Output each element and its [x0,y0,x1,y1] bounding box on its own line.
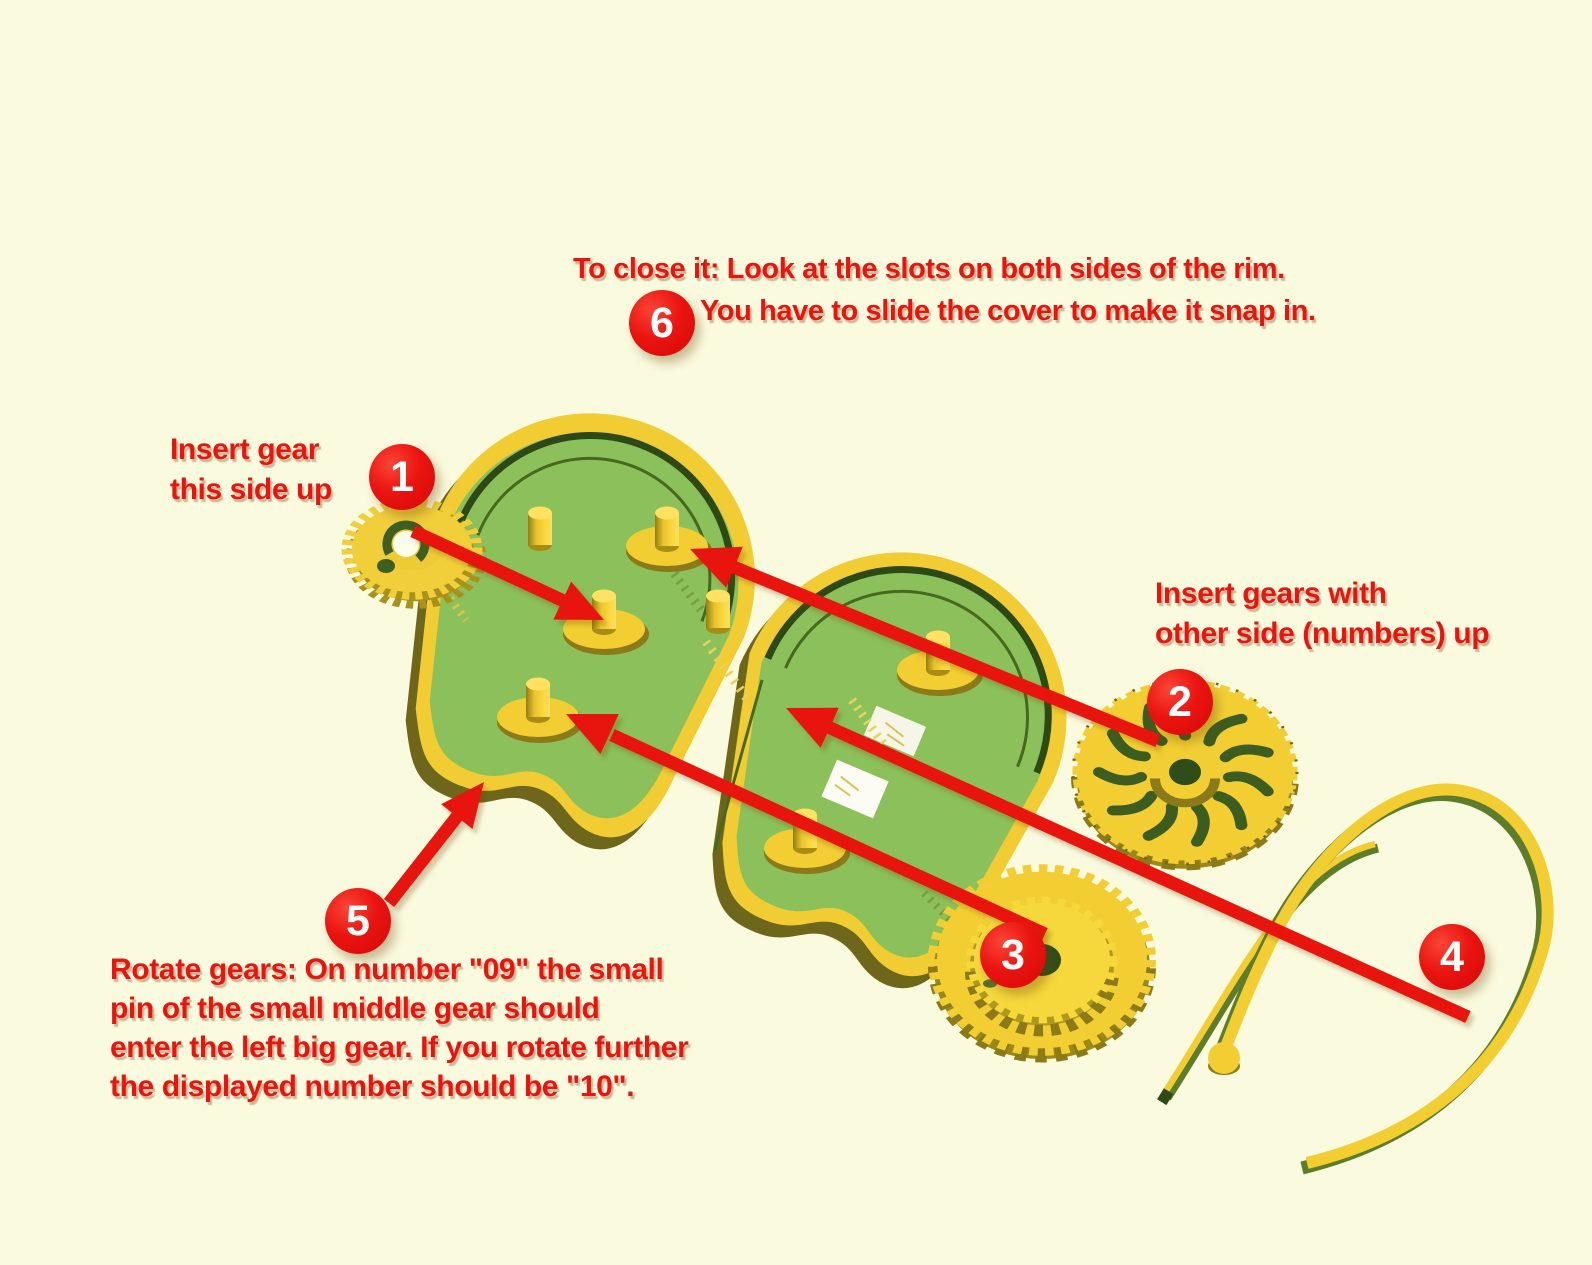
axle-pin-with-base [764,808,850,874]
step4-badge: 4 [1419,924,1485,990]
spring-band-tip [1157,1088,1174,1106]
step2-label-line1: Insert gears with [1155,577,1387,610]
step6-badge: 6 [629,290,695,356]
step1-label-line1: Insert gear [170,433,319,466]
axle-pin-with-base [497,677,583,743]
step5-badge: 5 [325,888,391,954]
step3-badge: 3 [980,922,1046,988]
arrows [383,525,1471,1023]
arrow-step5 [383,782,484,908]
step5-label-line3: enter the left big gear. If you rotate f… [110,1031,689,1064]
double-gear-outer-teeth [928,864,1156,1056]
step5-label-line2: pin of the small middle gear should [110,992,600,1025]
step5-label-line1: Rotate gears: On number "09" the small [110,953,664,986]
step2-badge: 2 [1147,669,1213,735]
step1-badge: 1 [369,444,435,510]
double-gear-inner-teeth [966,896,1118,1024]
double-gear-inner-under-teeth [965,971,1119,1037]
arrow-step2 [690,546,1161,748]
step6-label-line1: To close it: Look at the slots on both s… [573,253,1285,285]
arrow-step3 [566,714,1048,940]
spring-band [1157,840,1380,1106]
drive-gear-pin-slot [377,559,395,573]
axle-pin-plain [706,589,730,634]
number-wheel-tick-ring [1071,678,1299,866]
arrow-step1 [410,525,604,620]
step2-label-line2: other side (numbers) up [1155,617,1490,650]
number-wheel-under-teeth [1071,776,1299,871]
number-wheel-shaft-hole [1169,758,1201,786]
axle-pin-with-base [626,506,712,572]
number-wheel-serration [1072,679,1298,865]
number-wheel-crescent [1150,778,1220,808]
number-window-lower [821,759,889,819]
step6-label-line2: You have to slide the cover to make it s… [700,295,1316,327]
cover-clip-ball-end [1208,1042,1240,1074]
double-gear-under-teeth [928,966,1156,1063]
number-window-upper [863,705,927,757]
cover-plate-groove-inner [784,589,1029,768]
step5-label-line4: the displayed number should be "10". [110,1070,635,1103]
arrow-step4 [786,707,1471,1023]
axle-pin-plain [528,506,552,551]
cover-plate-edge-line [713,679,764,851]
rim-teeth-hatches [436,557,961,931]
step1-label-line2: this side up [170,473,332,506]
